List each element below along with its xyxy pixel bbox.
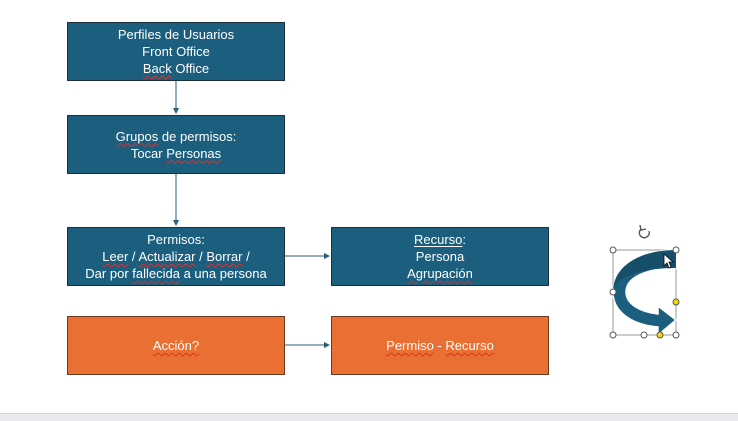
recurso-title: Recurso:	[413, 232, 467, 247]
permisos-box[interactable]: Permisos: Leer / Actualizar / Borrar / D…	[67, 227, 285, 286]
adjust-handle-2[interactable]	[656, 331, 664, 339]
perfiles-front-office: Front Office	[142, 44, 210, 59]
permiso-recurso-box[interactable]: Permiso - Recurso	[331, 316, 549, 375]
bottom-scroll-strip	[0, 413, 738, 421]
recurso-persona: Persona	[415, 249, 465, 264]
curved-arrow-shape[interactable]	[609, 224, 680, 339]
resize-handle-s[interactable]	[640, 331, 648, 339]
accion-label: Acción?	[152, 338, 200, 353]
resize-handle-se[interactable]	[672, 331, 680, 339]
perfiles-title: Perfiles de Usuarios	[117, 27, 235, 42]
recurso-box[interactable]: Recurso: Persona Agrupación	[331, 227, 549, 286]
perfiles-back-office: Back Office	[142, 61, 210, 76]
permisos-title: Permisos:	[147, 232, 205, 247]
permisos-actions: Leer / Actualizar / Borrar /	[102, 249, 250, 264]
mouse-cursor-icon	[663, 253, 675, 269]
rotate-handle-icon[interactable]	[638, 224, 651, 239]
resize-handle-w[interactable]	[609, 288, 617, 296]
grupos-title: Grupos de permisos:	[115, 128, 237, 144]
permiso-recurso-label: Permiso - Recurso	[386, 338, 494, 353]
permisos-fallecida: Dar por fallecida a una persona	[85, 266, 267, 281]
resize-handle-nw[interactable]	[609, 246, 617, 254]
resize-handle-sw[interactable]	[609, 331, 617, 339]
grupos-detail: Tocar Personas	[130, 145, 222, 161]
curved-arrow-inner-face	[613, 250, 676, 292]
perfiles-box[interactable]: Perfiles de Usuarios Front Office Back O…	[67, 22, 285, 81]
grupos-box[interactable]: Grupos de permisos: Tocar Personas	[67, 115, 285, 174]
resize-handle-ne[interactable]	[672, 246, 680, 254]
recurso-agrupacion: Agrupación	[407, 266, 473, 281]
adjust-handle-1[interactable]	[672, 298, 680, 306]
accion-box[interactable]: Acción?	[67, 316, 285, 375]
